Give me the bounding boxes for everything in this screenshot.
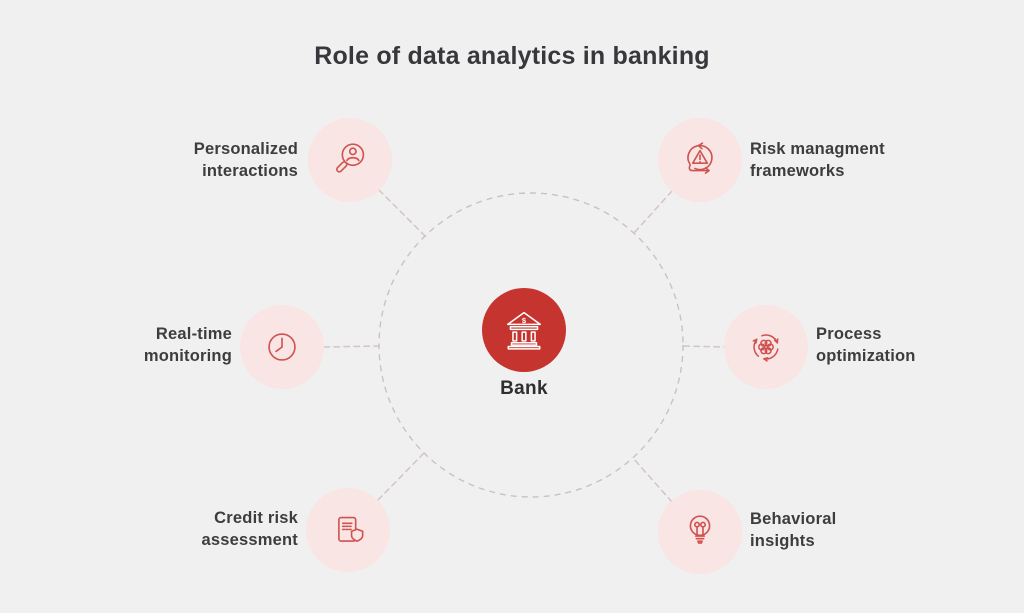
page-title: Role of data analytics in banking [314,42,710,70]
connector-top-right [633,190,673,234]
clock-icon [268,333,296,361]
node-credit-risk-assessment [306,488,390,572]
label-credit-risk-assessment: Credit risk assessment [201,509,298,549]
connector-top-left [378,189,426,237]
connector-bottom-left [377,452,425,501]
gear-cycle-icon [752,334,779,362]
bank-circle: $ [482,288,566,372]
bank-label: Bank [500,378,548,399]
hub-dashed-circle [378,192,684,498]
label-personalized-interactions: Personalized interactions [193,140,298,180]
connector-middle-right [683,345,725,348]
warning-cycle-icon [687,142,713,174]
connector-middle-left [323,345,380,348]
bank-building-icon: $ [506,311,542,350]
magnifier-user-icon [336,143,365,173]
lightbulb-icon [689,515,711,544]
label-real-time-monitoring: Real-time monitoring [143,325,232,365]
label-risk-management-frameworks: Risk managment frameworks [750,140,885,180]
node-process-optimization [724,305,808,389]
dollar-symbol: $ [522,316,527,325]
node-real-time-monitoring [240,305,324,389]
label-behavioral-insights: Behavioral insights [750,510,837,550]
node-behavioral-insights [658,490,742,574]
node-risk-management-frameworks [658,118,742,202]
connector-bottom-right [632,457,673,503]
node-personalized-interactions [308,118,392,202]
document-shield-icon [338,516,364,543]
label-process-optimization: Process optimization [816,325,916,365]
